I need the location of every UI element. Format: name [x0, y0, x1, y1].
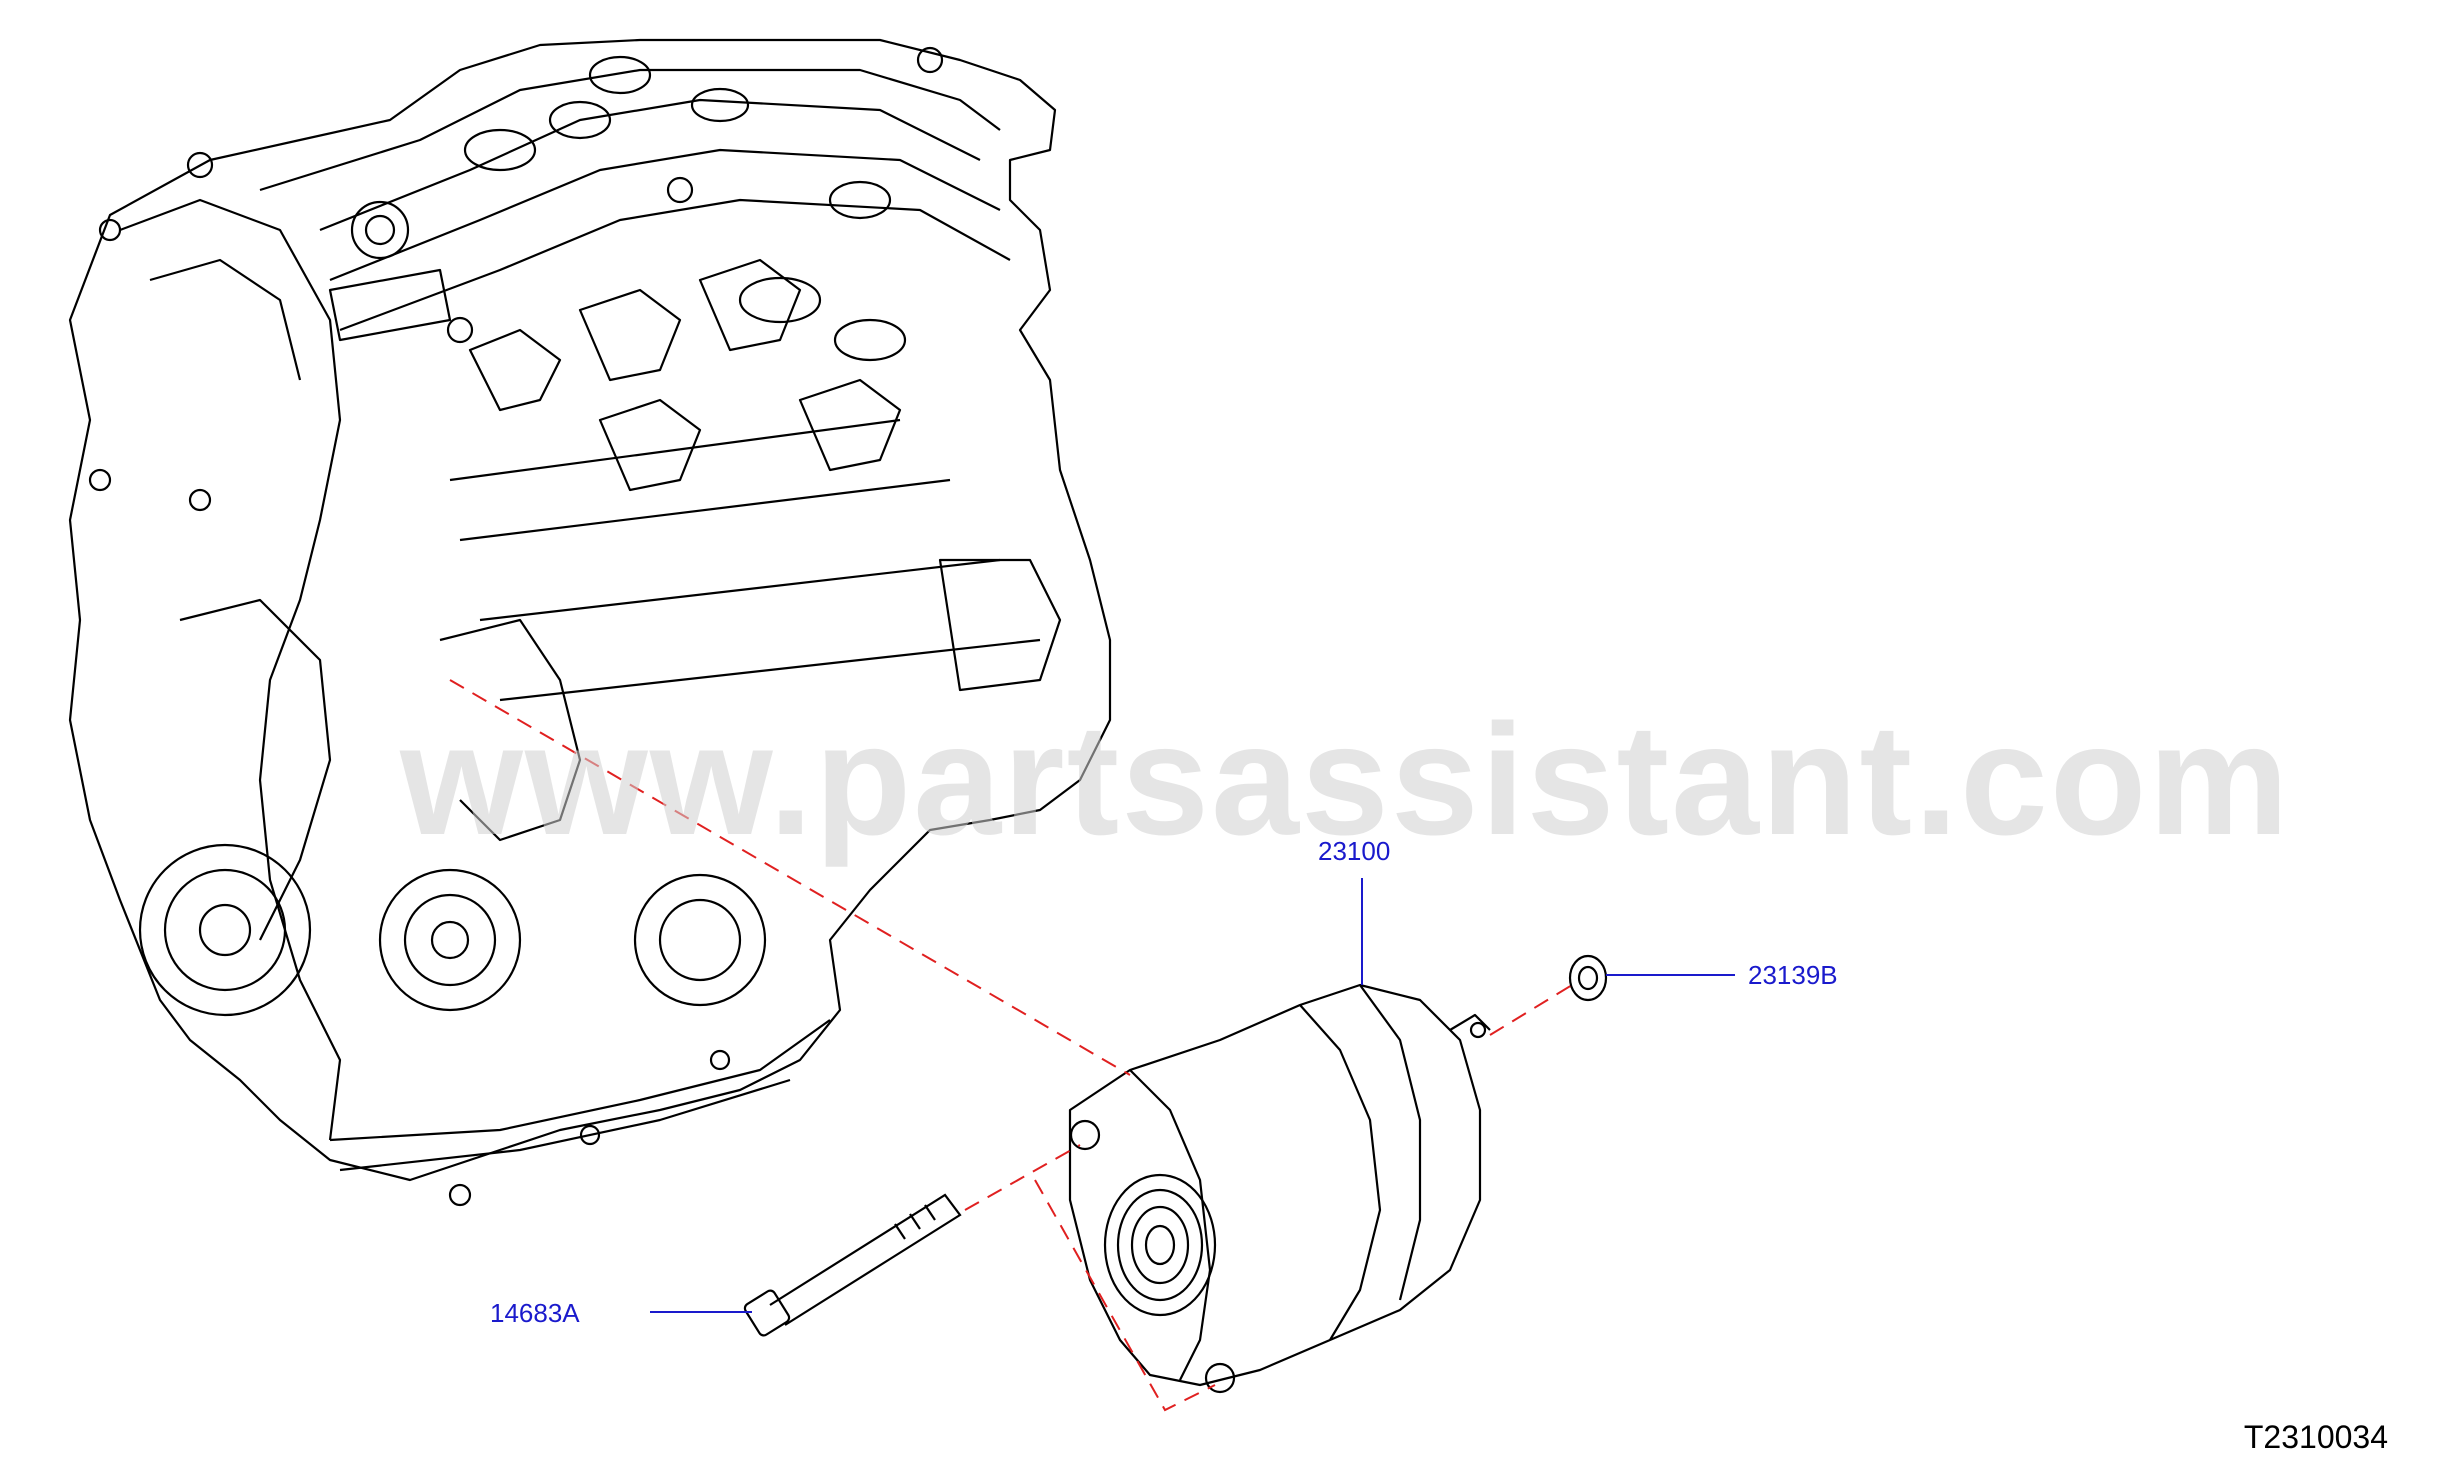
- engine-block-drawing: [68, 38, 1112, 1207]
- dashed-guide-lines: [449, 679, 1573, 1412]
- callout-14683a[interactable]: 14683A: [490, 1298, 580, 1328]
- callout-23139b[interactable]: 23139B: [1748, 960, 1838, 990]
- callout-23100[interactable]: 23100: [1318, 836, 1391, 866]
- alternator-drawing: [1068, 983, 1491, 1394]
- diagram-id: T2310034: [2243, 1419, 2388, 1455]
- bolt-drawing: [743, 1193, 962, 1337]
- leader-lines: [650, 878, 1735, 1313]
- watermark-text: www.partsassistant.com: [400, 692, 2291, 868]
- nut-drawing: [1568, 954, 1608, 1002]
